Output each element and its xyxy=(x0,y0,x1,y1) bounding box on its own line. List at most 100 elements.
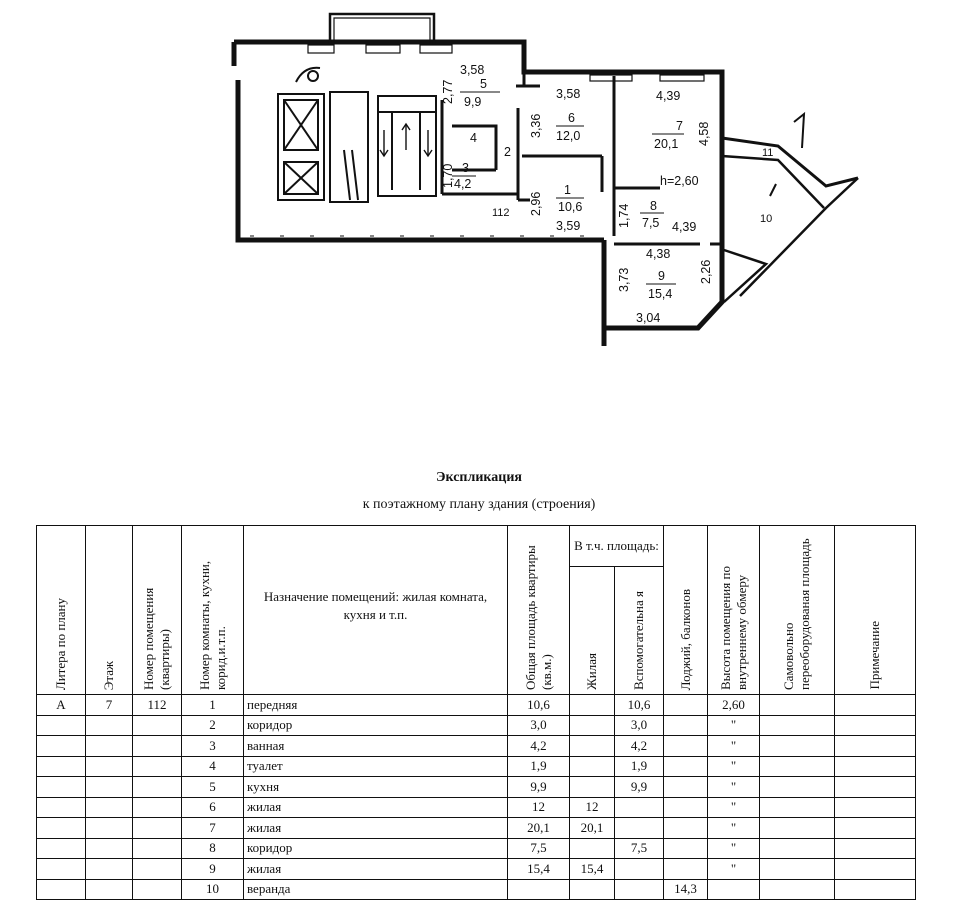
dim-label: 3,73 xyxy=(617,268,631,292)
cell-room: 6 xyxy=(181,796,244,818)
col-header-floor: Этаж xyxy=(85,525,133,695)
cell-apt xyxy=(132,735,182,757)
cell-floor xyxy=(85,837,133,859)
cell-note xyxy=(834,694,916,716)
cell-living xyxy=(569,714,615,736)
cell-litera: А xyxy=(36,694,86,716)
cell-apt: 112 xyxy=(132,694,182,716)
cell-litera xyxy=(36,796,86,818)
stairwell xyxy=(277,66,437,203)
cell-room: 4 xyxy=(181,755,244,777)
cell-room: 3 xyxy=(181,735,244,757)
room-area: 4,2 xyxy=(454,177,471,191)
dim-label: 3,58 xyxy=(460,63,484,77)
cell-total: 10,6 xyxy=(507,694,570,716)
cell-loggia xyxy=(663,837,708,859)
cell-living xyxy=(569,878,615,900)
cell-loggia xyxy=(663,694,708,716)
cell-illegal xyxy=(759,837,835,859)
outer-wall xyxy=(231,39,725,346)
col-header-aux: Вспомогательна я xyxy=(614,566,664,695)
room-area: 12,0 xyxy=(556,129,580,143)
room-number: 6 xyxy=(568,111,575,125)
room-number: 1 xyxy=(564,183,571,197)
cell-litera xyxy=(36,837,86,859)
cell-living xyxy=(569,755,615,777)
room-number: 5 xyxy=(480,77,487,91)
col-header-illegal: Самовольно переоборудованая площадь xyxy=(759,525,835,695)
cell-illegal xyxy=(759,735,835,757)
col-header-incl: В т.ч. площадь: xyxy=(569,525,664,567)
cell-loggia xyxy=(663,858,708,880)
cell-total xyxy=(507,878,570,900)
cell-aux: 1,9 xyxy=(614,755,664,777)
room-area: 9,9 xyxy=(464,95,481,109)
cell-total: 15,4 xyxy=(507,858,570,880)
cell-aux xyxy=(614,817,664,839)
room-area: 7,5 xyxy=(642,216,659,230)
cell-illegal xyxy=(759,858,835,880)
cell-living: 15,4 xyxy=(569,858,615,880)
cell-height: " xyxy=(707,714,760,736)
cell-purpose: жилая xyxy=(243,817,508,839)
room-area: 10,6 xyxy=(558,200,582,214)
cell-height: " xyxy=(707,755,760,777)
cell-litera xyxy=(36,817,86,839)
cell-note xyxy=(834,796,916,818)
dim-label: 4,58 xyxy=(697,122,711,146)
cell-aux: 7,5 xyxy=(614,837,664,859)
cell-floor xyxy=(85,817,133,839)
dim-label: 3,58 xyxy=(556,87,580,101)
table-header-row: Литера по плану Этаж Номер помещения (кв… xyxy=(36,525,916,695)
cell-room: 1 xyxy=(181,694,244,716)
cell-note xyxy=(834,878,916,900)
cell-total: 20,1 xyxy=(507,817,570,839)
room-area: 20,1 xyxy=(654,137,678,151)
col-header-loggia: Лоджий, балконов xyxy=(663,525,708,695)
plan-labels: 3,58 5 9,9 2,77 3,58 6 12,0 3,36 4,39 7 … xyxy=(441,63,773,325)
dim-label: 2,77 xyxy=(441,80,455,104)
veranda xyxy=(721,111,859,303)
cell-height: " xyxy=(707,817,760,839)
cell-illegal xyxy=(759,755,835,777)
cell-purpose: ванная xyxy=(243,735,508,757)
cell-litera xyxy=(36,755,86,777)
cell-loggia xyxy=(663,776,708,798)
cell-note xyxy=(834,714,916,736)
cell-room: 2 xyxy=(181,714,244,736)
cell-aux xyxy=(614,858,664,880)
cell-floor xyxy=(85,755,133,777)
cell-loggia xyxy=(663,817,708,839)
cell-litera xyxy=(36,878,86,900)
cell-apt xyxy=(132,755,182,777)
room-number: 7 xyxy=(676,119,683,133)
apartment-label: 112 xyxy=(492,207,510,219)
cell-floor xyxy=(85,735,133,757)
cell-total: 1,9 xyxy=(507,755,570,777)
col-header-height: Высота помещения по внутреннему обмеру xyxy=(707,525,760,695)
cell-living xyxy=(569,776,615,798)
room-number: 3 xyxy=(462,161,469,175)
cell-loggia: 14,3 xyxy=(663,878,708,900)
cell-note xyxy=(834,776,916,798)
cell-purpose: веранда xyxy=(243,878,508,900)
document-title: Экспликация xyxy=(436,470,522,485)
dim-label: 4,38 xyxy=(646,247,670,261)
cell-total: 7,5 xyxy=(507,837,570,859)
cell-aux: 9,9 xyxy=(614,776,664,798)
cell-litera xyxy=(36,735,86,757)
cell-height: " xyxy=(707,796,760,818)
cell-apt xyxy=(132,878,182,900)
room-number: 4 xyxy=(470,131,477,145)
cell-apt xyxy=(132,817,182,839)
cell-note xyxy=(834,755,916,777)
cell-purpose: туалет xyxy=(243,755,508,777)
interior-walls xyxy=(440,72,722,246)
cell-purpose: коридор xyxy=(243,714,508,736)
